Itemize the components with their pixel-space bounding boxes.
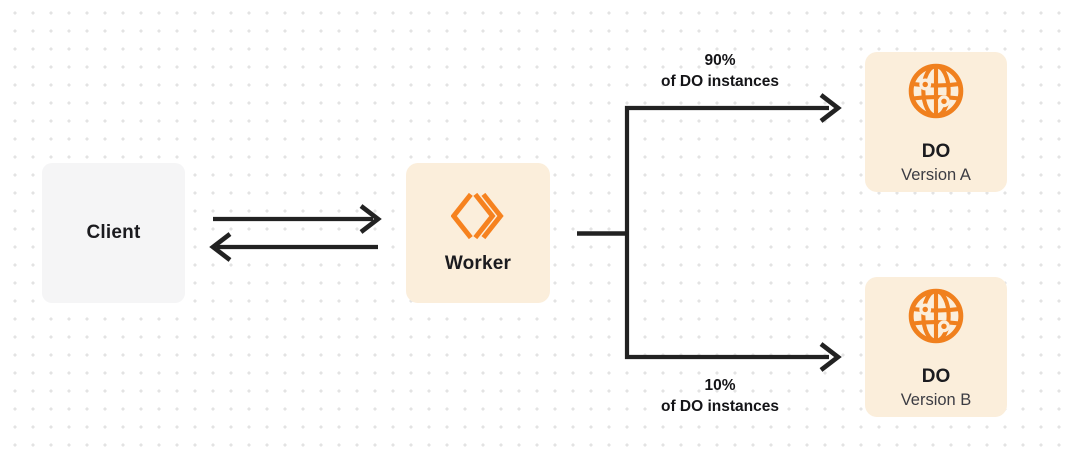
globe-icon xyxy=(906,286,966,346)
worker-node: Worker xyxy=(406,163,550,303)
bottom-split-percent: 10% xyxy=(704,377,736,394)
globe-icon xyxy=(906,61,966,121)
do-a-title: DO xyxy=(921,141,951,162)
traffic-split-branch xyxy=(577,93,842,372)
client-node: Client xyxy=(42,163,185,303)
do-b-subtitle: Version B xyxy=(900,391,972,409)
bottom-split-caption: of DO instances xyxy=(661,398,779,415)
top-split-caption: of DO instances xyxy=(661,73,779,90)
workers-chevrons-icon xyxy=(450,191,505,241)
arrowhead-to-version-b xyxy=(819,342,842,372)
client-label: Client xyxy=(86,222,141,243)
do-a-subtitle: Version A xyxy=(901,166,971,184)
do-version-a-node: DO Version A xyxy=(865,52,1007,192)
top-split-label: 90% of DO instances xyxy=(595,50,845,92)
arrowhead-to-version-a xyxy=(819,93,842,123)
worker-to-client-arrow xyxy=(209,232,378,262)
worker-label: Worker xyxy=(444,253,512,274)
do-b-title: DO xyxy=(921,366,951,387)
do-version-b-node: DO Version B xyxy=(865,277,1007,417)
client-to-worker-arrow xyxy=(213,204,382,234)
bottom-split-label: 10% of DO instances xyxy=(595,375,845,417)
top-split-percent: 90% xyxy=(704,52,736,69)
